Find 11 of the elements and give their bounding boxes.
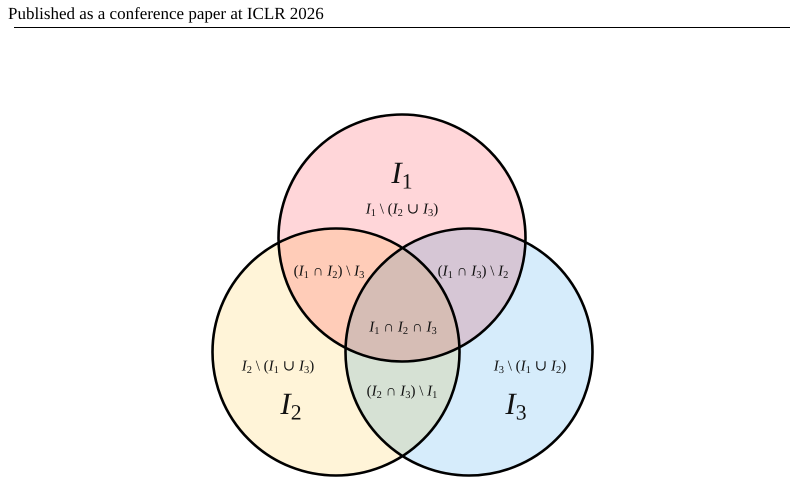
region-label: (I$_{1}$ ∩ I$_{3}$) \ I$_{2}$ <box>438 263 508 281</box>
set-label: I$_{2}$ <box>280 386 302 422</box>
region-label: I$_{1}$ ∩ I$_{2}$ ∩ I$_{3}$ <box>369 319 437 337</box>
region-label: I$_{2}$ \ (I$_{1}$ ∪ I$_{3}$) <box>242 358 314 376</box>
page-header: Published as a conference paper at ICLR 2026 <box>8 4 324 24</box>
region-label: (I$_{1}$ ∩ I$_{2}$) \ I$_{3}$ <box>294 263 364 281</box>
set-label: I$_{1}$ <box>391 155 413 191</box>
set-label: I$_{3}$ <box>505 386 527 422</box>
region-label: (I$_{2}$ ∩ I$_{3}$) \ I$_{1}$ <box>366 383 438 401</box>
region-label: I$_{3}$ \ (I$_{1}$ ∪ I$_{2}$) <box>494 358 566 376</box>
region-label: I$_{1}$ \ (I$_{2}$ ∪ I$_{3}$) <box>366 201 438 219</box>
